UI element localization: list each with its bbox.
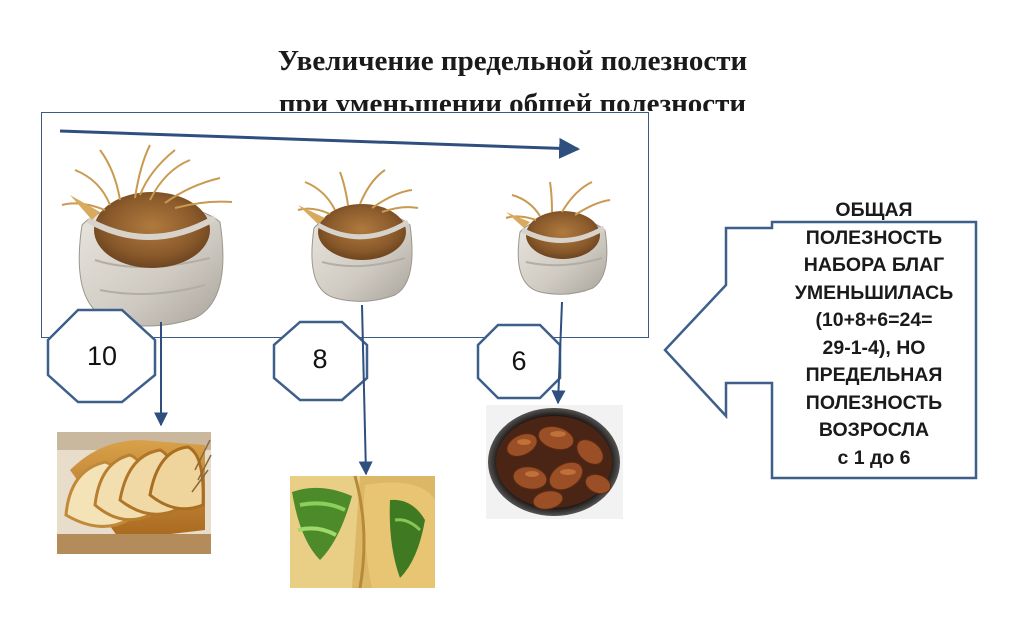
utility-value-1: 10 [86,341,118,371]
title-line-1: Увеличение предельной полезности [277,45,748,77]
side-line: ПОЛЕЗНОСТЬ [805,226,943,249]
title-line-2: при уменьшении общей полезности [278,88,747,111]
side-line: (10+8+6=24= [815,309,933,331]
utility-value-3: 6 [511,346,527,376]
grain-sack-medium-icon [297,169,419,302]
grain-sack-small-icon [505,181,611,295]
utility-octagon-3 [476,323,562,400]
side-line: ОБЩАЯ [835,199,913,221]
bread-loaf-image [57,432,212,554]
left-block-arrow [663,220,978,480]
side-line: НАБОРА БЛАГ [803,254,945,276]
utility-octagon-2 [272,320,369,402]
connector-line-2 [358,304,373,476]
slide-title: Увеличение предельной полезности при уме… [140,40,885,111]
utility-value-2: 8 [312,344,328,374]
side-line: УМЕНЬШИЛАСЬ [794,281,954,304]
side-line: ПОЛЕЗНОСТЬ [805,391,943,414]
side-explanation: ОБЩАЯ ПОЛЕЗНОСТЬ НАБОРА БЛАГ УМЕНЬШИЛАСЬ… [772,197,976,472]
side-line: 29-1-4), НО [822,336,926,359]
cooked-meat-image [486,405,623,519]
side-line: ВОЗРОСЛА [818,419,930,441]
side-line: ПРЕДЕЛЬНАЯ [805,364,943,386]
herb-bread-image [290,475,435,589]
connector-line-3 [551,301,566,405]
utility-octagon-1 [46,308,157,404]
side-line: с 1 до 6 [837,446,911,469]
grain-sack-large-icon [61,144,233,327]
decreasing-arrow [59,129,581,159]
